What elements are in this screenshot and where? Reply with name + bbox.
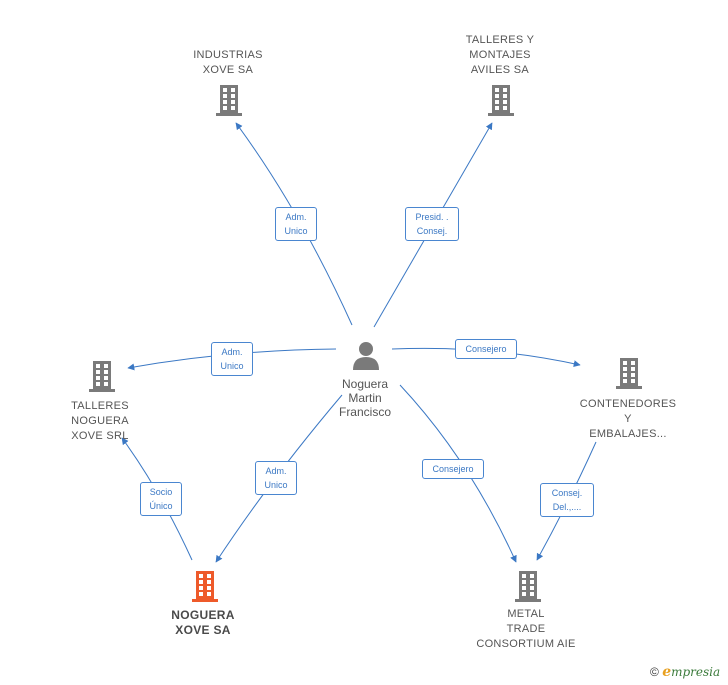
company-label-talleres-aviles[interactable]: TALLERES Y MONTAJES AVILES SA bbox=[465, 34, 535, 76]
relation-label-talleres-noguera: Adm. Unico bbox=[211, 342, 253, 376]
building-icon[interactable] bbox=[192, 571, 218, 602]
relation-label-contenedores-to-metal: Consej. Del.,.... bbox=[540, 483, 594, 517]
relation-label-contenedores: Consejero bbox=[455, 339, 517, 359]
relation-label-metal-trade: Consejero bbox=[422, 459, 484, 479]
building-icon[interactable] bbox=[89, 361, 115, 392]
building-icon[interactable] bbox=[515, 571, 541, 602]
empresia-logo[interactable]: © empresia bbox=[650, 664, 720, 680]
relation-label-industrias: Adm. Unico bbox=[275, 207, 317, 241]
person-icon[interactable] bbox=[353, 342, 379, 370]
building-icon[interactable] bbox=[488, 85, 514, 116]
copyright-symbol: © bbox=[650, 665, 659, 679]
building-icon[interactable] bbox=[616, 358, 642, 389]
relation-label-noguera-to-talleres: Socio Único bbox=[140, 482, 182, 516]
company-label-metal-trade[interactable]: METAL TRADE CONSORTIUM AIE bbox=[476, 608, 576, 650]
company-label-noguera-xove[interactable]: NOGUERA XOVE SA bbox=[171, 608, 235, 637]
brand-name: empresia bbox=[662, 664, 721, 680]
building-icon[interactable] bbox=[216, 85, 242, 116]
company-label-contenedores[interactable]: CONTENEDORES Y EMBALAJES... bbox=[579, 398, 677, 440]
company-label-talleres-noguera[interactable]: TALLERES NOGUERA XOVE SRL bbox=[71, 400, 129, 442]
relation-label-noguera-xove: Adm. Unico bbox=[255, 461, 297, 495]
company-label-industrias[interactable]: INDUSTRIAS XOVE SA bbox=[193, 49, 263, 76]
relation-label-talleres-aviles: Presid. . Consej. bbox=[405, 207, 459, 241]
person-label[interactable]: Noguera Martin Francisco bbox=[338, 377, 391, 419]
